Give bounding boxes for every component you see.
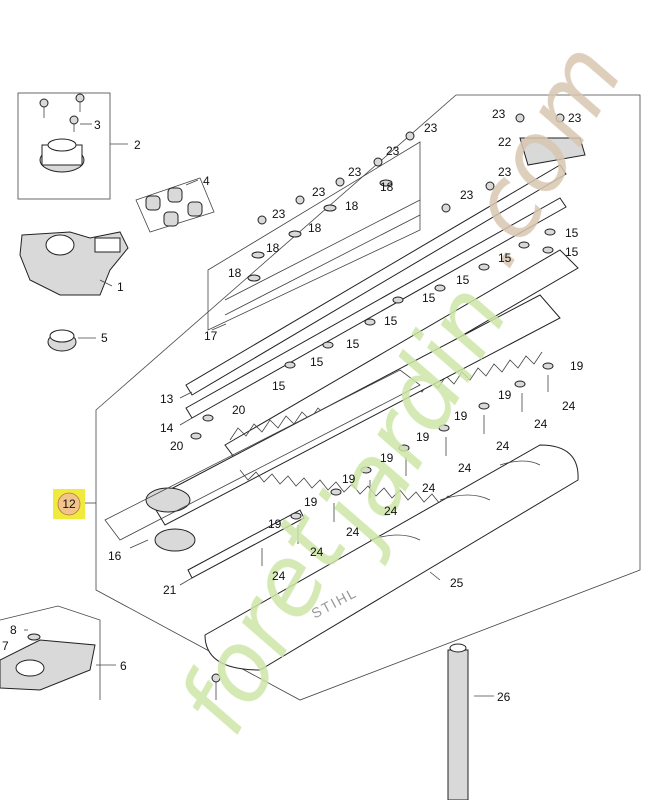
callout-23[interactable]: 23	[424, 121, 438, 135]
drive-tube-26	[447, 643, 469, 800]
callout-25[interactable]: 25	[450, 576, 464, 590]
callout-24[interactable]: 24	[562, 399, 576, 413]
callout-19[interactable]: 19	[380, 451, 394, 465]
callout-21[interactable]: 21	[163, 583, 177, 597]
callout-14[interactable]: 14	[160, 421, 174, 435]
callout-16[interactable]: 16	[108, 549, 122, 563]
callout-15[interactable]: 15	[384, 314, 398, 328]
callout-19[interactable]: 19	[304, 495, 318, 509]
callout-19[interactable]: 19	[454, 409, 468, 423]
callout-18[interactable]: 18	[308, 221, 322, 235]
callout-19[interactable]: 19	[498, 388, 512, 402]
callout-15[interactable]: 15	[456, 273, 470, 287]
group-frame-6	[0, 605, 101, 700]
callout-24[interactable]: 24	[496, 439, 510, 453]
leader-lines	[24, 123, 494, 697]
callout-26[interactable]: 26	[497, 690, 511, 704]
callout-24[interactable]: 24	[272, 569, 286, 583]
callout-24[interactable]: 24	[310, 545, 324, 559]
blade-drive-plate-part	[207, 141, 421, 331]
callout-23[interactable]: 23	[272, 207, 286, 221]
bolts-24	[261, 375, 549, 566]
callout-15[interactable]: 15	[565, 245, 579, 259]
callout-24[interactable]: 24	[534, 417, 548, 431]
callout-5[interactable]: 5	[101, 331, 108, 345]
highlight-circle-12	[57, 492, 81, 516]
callout-24[interactable]: 24	[458, 461, 472, 475]
callout-23[interactable]: 23	[348, 165, 362, 179]
callout-18[interactable]: 18	[266, 241, 280, 255]
callout-1[interactable]: 1	[117, 280, 124, 294]
washers-18	[247, 179, 393, 282]
blade-bar-14	[185, 197, 567, 419]
washer-8	[27, 633, 41, 641]
callouts: 1 2 3 4 5 6 7 8 13 14 16 17 21 22 25 26 …	[2, 107, 584, 704]
strip-21	[187, 509, 305, 579]
washers-15	[284, 228, 556, 369]
callout-20[interactable]: 20	[170, 439, 184, 453]
callout-23[interactable]: 23	[312, 185, 326, 199]
callout-15[interactable]: 15	[346, 337, 360, 351]
callout-4[interactable]: 4	[203, 174, 210, 188]
callout-15[interactable]: 15	[565, 226, 579, 240]
nuts-23	[257, 113, 565, 225]
callout-8[interactable]: 8	[10, 623, 17, 637]
callout-2[interactable]: 2	[134, 138, 141, 152]
screw-bottom	[211, 673, 221, 700]
clip-22	[519, 137, 586, 166]
callout-19[interactable]: 19	[416, 430, 430, 444]
blade-guard-25: STIHL	[204, 444, 579, 671]
bushings-part	[135, 177, 215, 233]
callout-19[interactable]: 19	[342, 472, 356, 486]
callout-24[interactable]: 24	[384, 504, 398, 518]
watermark-part3: .com	[430, 25, 645, 285]
callout-19[interactable]: 19	[570, 359, 584, 373]
callout-23[interactable]: 23	[498, 165, 512, 179]
callout-12[interactable]: 12	[62, 497, 76, 511]
callout-18[interactable]: 18	[345, 199, 359, 213]
callout-15[interactable]: 15	[498, 251, 512, 265]
housing-cover-6	[0, 639, 96, 691]
callout-19[interactable]: 19	[268, 517, 282, 531]
gear-housing-part	[19, 231, 129, 296]
callout-17[interactable]: 17	[204, 329, 218, 343]
spacer-plate-16	[104, 369, 421, 552]
callout-6[interactable]: 6	[120, 659, 127, 673]
callout-18[interactable]: 18	[228, 266, 242, 280]
callout-23[interactable]: 23	[460, 188, 474, 202]
callout-23[interactable]: 23	[492, 107, 506, 121]
callout-15[interactable]: 15	[310, 355, 324, 369]
motor-assembly-part	[39, 93, 85, 173]
callout-24[interactable]: 24	[346, 525, 360, 539]
washers-19	[290, 362, 554, 520]
callout-22[interactable]: 22	[498, 135, 512, 149]
callout-15[interactable]: 15	[422, 291, 436, 305]
group-box-2	[17, 92, 111, 200]
callout-15[interactable]: 15	[272, 379, 286, 393]
callout-23[interactable]: 23	[386, 144, 400, 158]
callout-23[interactable]: 23	[568, 111, 582, 125]
blade-bar-13	[185, 164, 567, 396]
washers-20	[190, 414, 214, 440]
callout-3[interactable]: 3	[94, 118, 101, 132]
group-frame-12	[95, 94, 641, 701]
callout-18[interactable]: 18	[380, 180, 394, 194]
callout-7[interactable]: 7	[2, 639, 9, 653]
bearing-part	[47, 329, 77, 352]
callout-13[interactable]: 13	[160, 392, 174, 406]
callout-24[interactable]: 24	[422, 481, 436, 495]
callout-20[interactable]: 20	[232, 403, 246, 417]
